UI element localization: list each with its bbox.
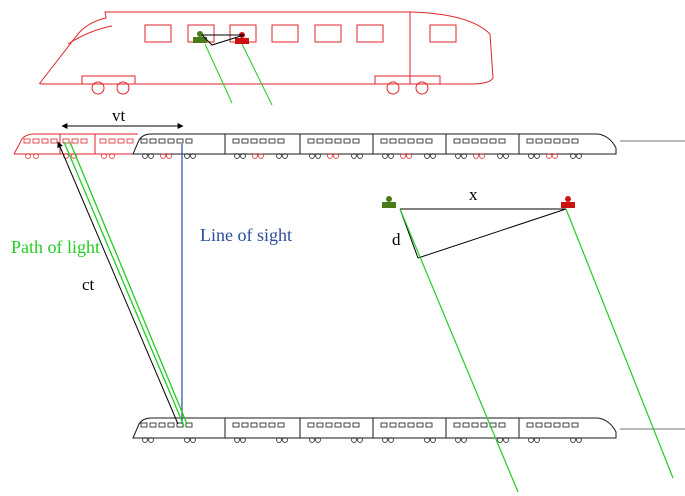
observed-train-red	[13, 133, 138, 159]
vt-label: vt	[112, 106, 126, 125]
line-of-sight-label: Line of sight	[200, 225, 292, 245]
x-label: x	[469, 185, 478, 204]
path-of-light-2	[69, 141, 188, 425]
light-ray-b	[565, 208, 674, 479]
closeup-train-car	[39, 11, 494, 106]
path-of-light-1	[63, 141, 185, 427]
closeup-observer-b-icon	[235, 32, 249, 44]
observer-train-lower	[132, 417, 617, 443]
path-of-light-label: Path of light	[11, 237, 100, 257]
geometry-detail	[382, 196, 674, 493]
ct-arrow	[57, 141, 179, 425]
ct-label: ct	[82, 275, 95, 294]
observer-train-upper	[132, 133, 617, 159]
observer-a-icon	[382, 196, 396, 208]
closeup-observer-a-icon	[193, 31, 207, 43]
observer-b-icon	[561, 196, 575, 208]
d-label: d	[392, 230, 401, 249]
light-ray-a	[399, 208, 519, 493]
